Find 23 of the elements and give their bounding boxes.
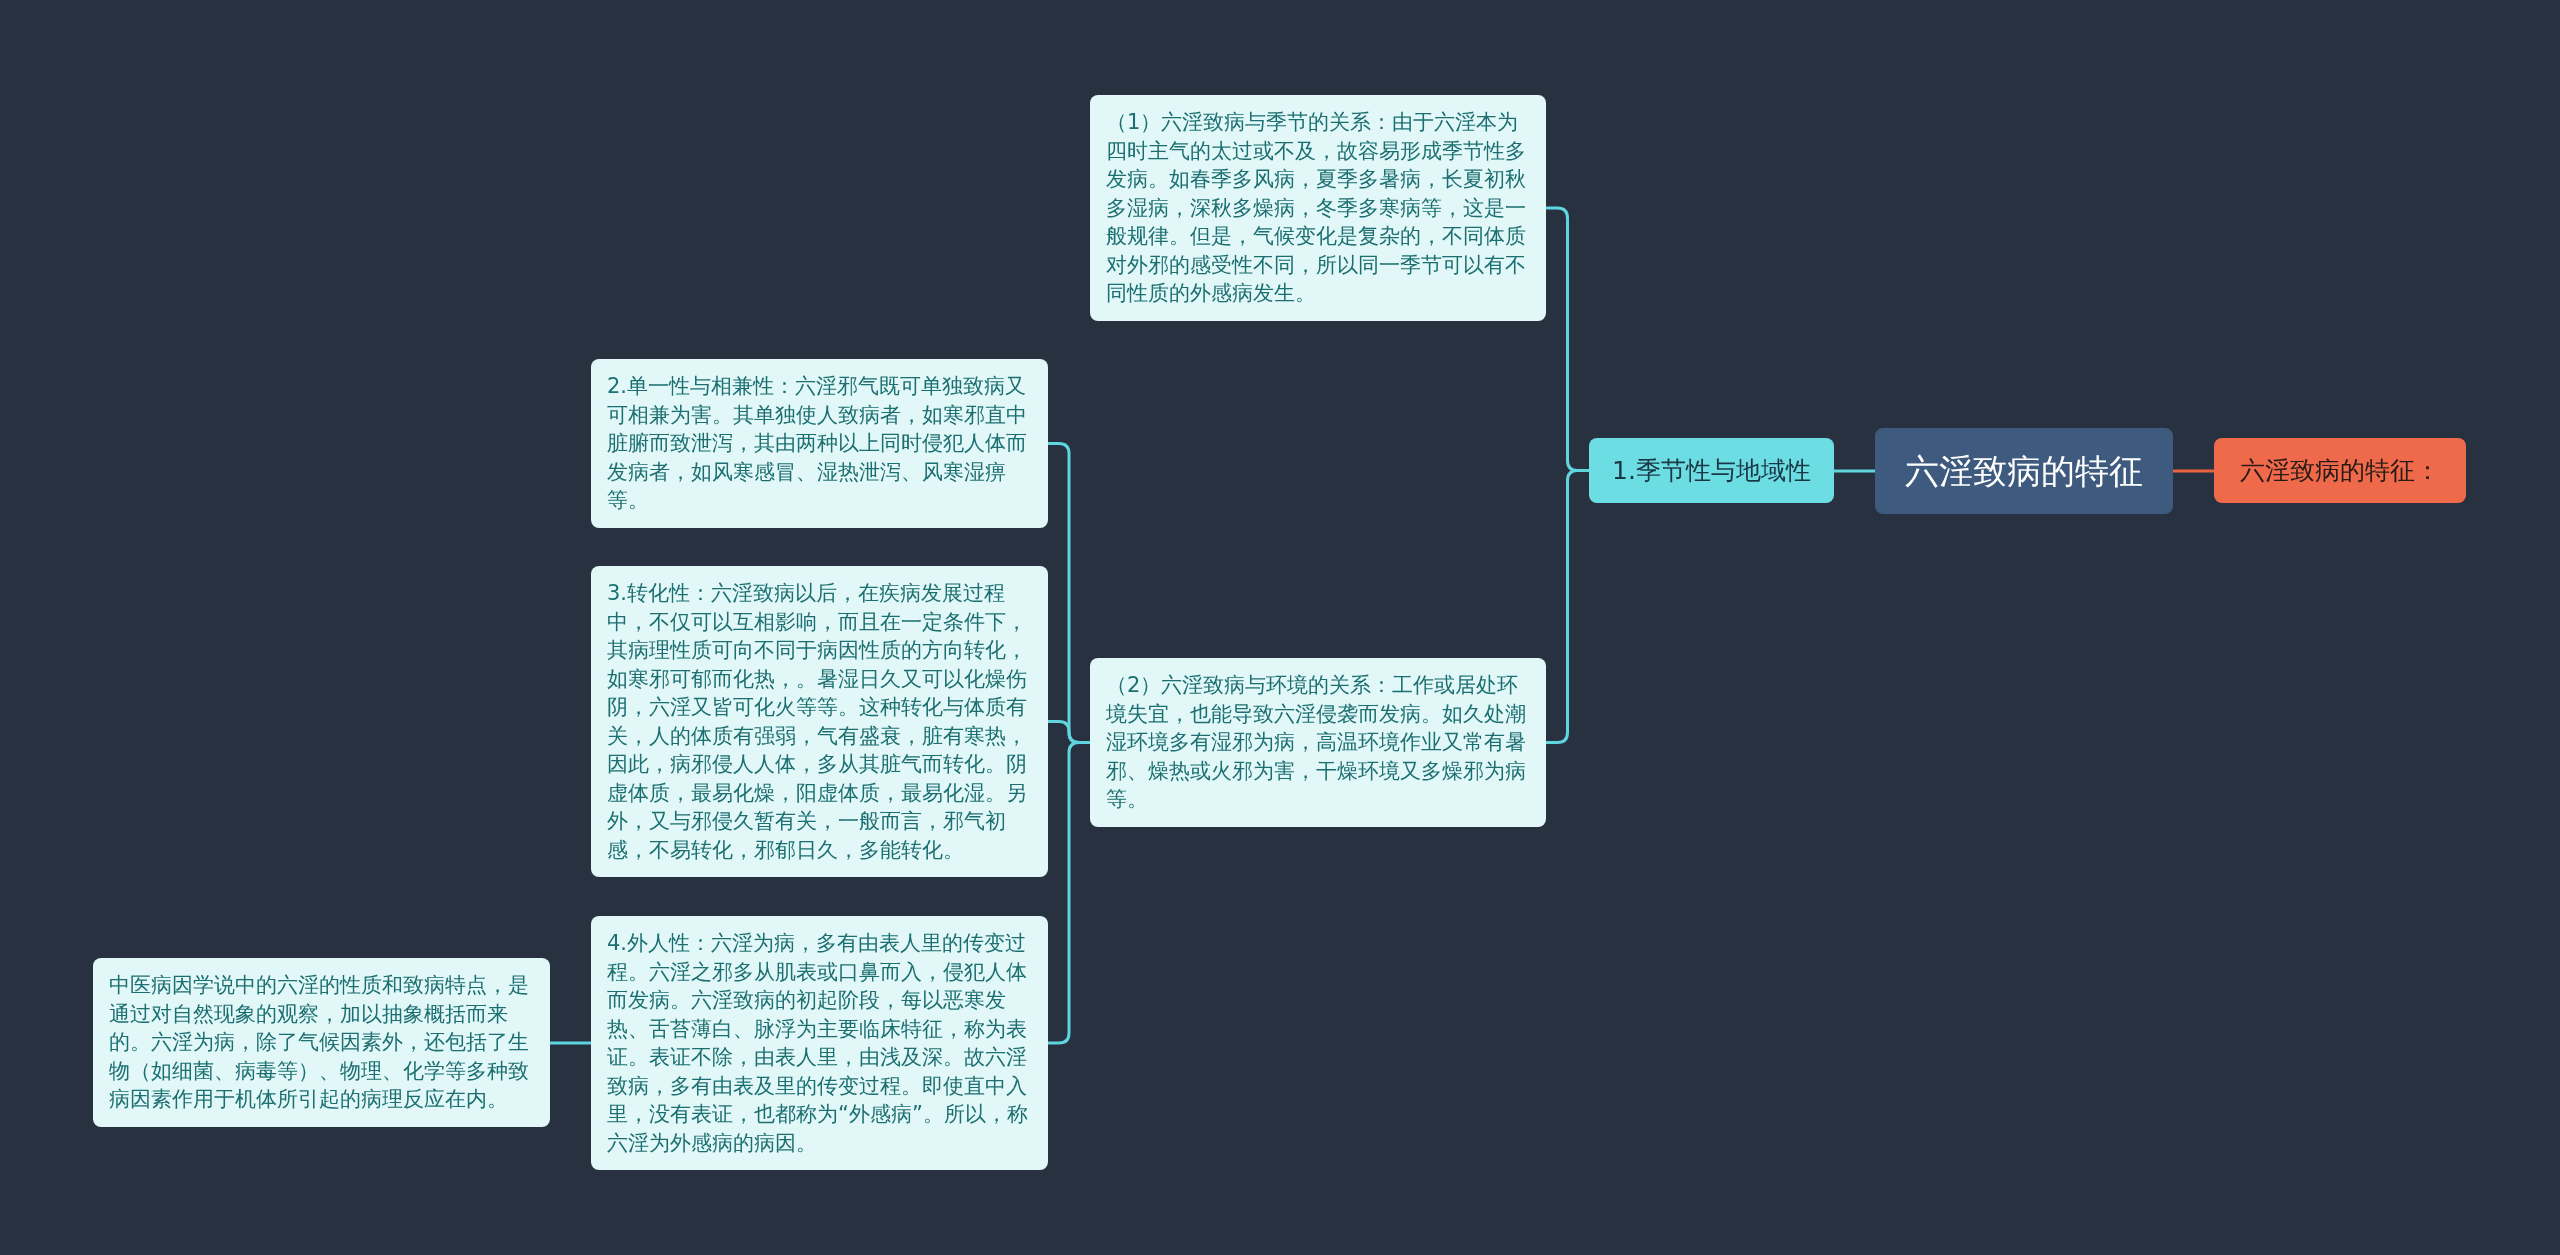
topic-box bbox=[1589, 438, 1834, 503]
node-text: （2）六淫致病与环境的关系：工作或居处环境失宜，也能导致六淫侵袭而发病。如久处潮湿环境多有湿邪为病，高温环境作业又常有暑邪、燥热或火邪为害，干燥环境又多燥邪为病等。 bbox=[1106, 672, 1527, 814]
node-text: （1）六淫致病与季节的关系：由于六淫本为四时主气的太过或不及，故容易形成季节性多发病。如春季多风病，夏季多暑病，长夏初秋多湿病，深秋多燥病，冬季多寒病等，这是一般规律。但是，气候变化是复杂的，不同体质对外邪的感受性不同，所以同一季节可以有不同性质的外感病发生。 bbox=[1106, 109, 1527, 308]
connector-line bbox=[2173, 469, 2214, 473]
node-text: 2.单一性与相兼性：六淫邪气既可单独致病又可相兼为害。其单独使人致病者，如寒邪直中脏腑而致泄泻，其由两种以上同时侵犯人体而发病者，如风寒感冒、湿热泄泻、风寒湿痹等。 bbox=[607, 373, 1028, 515]
text-box bbox=[93, 958, 550, 1127]
connector-line bbox=[1834, 469, 1875, 473]
node-text: 3.转化性：六淫致病以后，在疾病发展过程中，不仅可以互相影响，而且在一定条件下，其病理性质可向不同于病因性质的方向转化，如寒邪可郁而化热，。暑湿日久又可以化燥伤阴，六淫又皆可化火等等。这种转化与体质有关，人的体质有强弱，气有盛衰，脏有寒热，因此，病邪侵人人体，多从其脏气而转化。阴虚体质，最易化燥，阳虚体质，最易化湿。另外，又与邪侵久暂有关，一般而言，邪气初感，不易转化，邪郁日久，多能转化。 bbox=[607, 580, 1028, 864]
text-box bbox=[591, 916, 1048, 1171]
text-box bbox=[1090, 658, 1546, 827]
connector-line bbox=[1546, 469, 1589, 744]
connector-line bbox=[550, 1041, 591, 1045]
side-topic-box bbox=[2214, 438, 2466, 503]
central-topic-box bbox=[1875, 428, 2173, 514]
node-text: 六淫致病的特征： bbox=[2240, 454, 2440, 487]
connector-line bbox=[1048, 741, 1090, 1045]
node-text: 中医病因学说中的六淫的性质和致病特点，是通过对自然现象的观察，加以抽象概括而来的。六淫为病，除了气候因素外，还包括了生物（如细菌、病毒等）、物理、化学等多种致病因素作用于机体所引起的病理反应在内。 bbox=[109, 972, 530, 1114]
node-text: 4.外人性：六淫为病，多有由表人里的传变过程。六淫之邪多从肌表或口鼻而入，侵犯人体而发病。六淫致病的初起阶段，每以恶寒发热、舌苔薄白、脉浮为主要临床特征，称为表证。表证不除，由表人里，由浅及深。故六淫致病，多有由表及里的传变过程。即使直中入里，没有表证，也都称为“外感病”。所以，称六淫为外感病的病因。 bbox=[607, 930, 1029, 1157]
text-box bbox=[1090, 95, 1546, 321]
node-text: 六淫致病的特征 bbox=[1905, 449, 2143, 493]
text-box bbox=[591, 359, 1048, 528]
text-box bbox=[591, 566, 1048, 878]
node-text: 1.季节性与地域性 bbox=[1612, 454, 1811, 487]
